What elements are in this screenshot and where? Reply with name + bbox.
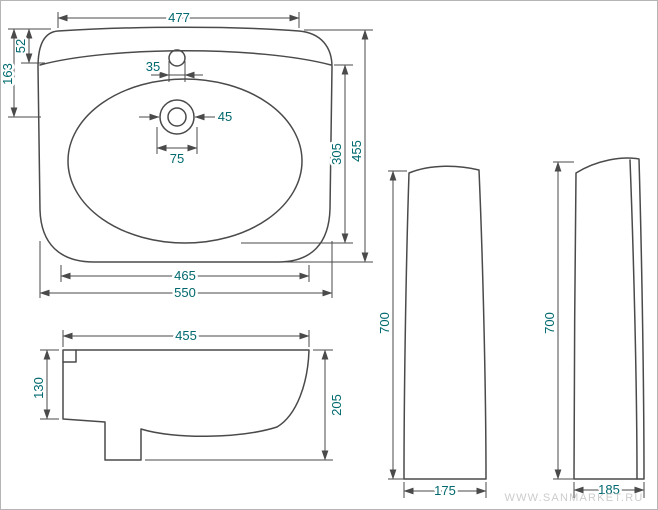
dim-label-130: 130 [31, 377, 46, 399]
drain-hole-inner [167, 107, 187, 127]
dim-pedestal-depth: 185 [573, 480, 645, 500]
dim-label-175: 175 [434, 483, 456, 498]
dim-label-700-front: 700 [377, 312, 392, 334]
sink-side-outline [62, 349, 310, 461]
dim-pedestal-height-front: 700 [375, 170, 407, 480]
dim-pedestal-height-side: 700 [540, 161, 574, 480]
watermark-text: WWW.SANMARKET.RU [505, 492, 644, 504]
pedestal-front-view [403, 165, 487, 480]
dim-drain-diameter: 45 [139, 107, 235, 127]
dim-label-205: 205 [329, 394, 344, 416]
sink-side-back-lip [62, 349, 77, 363]
dim-drain-span: 75 [156, 127, 198, 169]
dim-label-477: 477 [168, 10, 190, 25]
sink-top-outline [37, 26, 333, 263]
dim-basin-depth: 305 [241, 64, 353, 244]
dim-overall-width: 550 [39, 241, 333, 303]
dim-label-75: 75 [170, 151, 184, 166]
dim-faucet-hole-diameter: 35 [143, 57, 203, 82]
basin-oval [67, 78, 303, 244]
pedestal-front-outline [403, 165, 487, 480]
sink-top-view [37, 26, 333, 263]
dim-label-163: 163 [1, 63, 15, 85]
dim-inner-width: 465 [60, 265, 310, 286]
dim-back-height: 130 [29, 349, 59, 420]
dim-faucet-center-depth: 163 [1, 28, 41, 118]
sink-deck-edge [39, 50, 332, 66]
dim-overall-depth: 455 [285, 29, 373, 263]
dim-label-700-side: 700 [542, 312, 557, 334]
dim-pedestal-width: 175 [403, 481, 487, 501]
dim-top-width: 477 [57, 8, 300, 28]
dim-label-35: 35 [146, 59, 160, 74]
dim-label-455-top: 455 [349, 140, 364, 162]
dim-label-185: 185 [598, 482, 620, 497]
faucet-hole [168, 49, 186, 67]
dim-label-550: 550 [174, 285, 196, 300]
dim-side-depth: 455 [62, 326, 310, 347]
sink-side-view [62, 349, 310, 461]
dim-overall-height: 205 [145, 349, 347, 461]
dim-label-305: 305 [329, 143, 344, 165]
pedestal-side-front-edge [629, 159, 638, 480]
dim-label-455-side: 455 [175, 328, 197, 343]
pedestal-side-view [573, 157, 645, 480]
pedestal-side-outline [573, 157, 645, 480]
dim-label-45: 45 [218, 109, 232, 124]
dim-label-465: 465 [174, 268, 196, 283]
drain-hole-outer [159, 99, 195, 135]
dim-label-52: 52 [13, 39, 28, 53]
